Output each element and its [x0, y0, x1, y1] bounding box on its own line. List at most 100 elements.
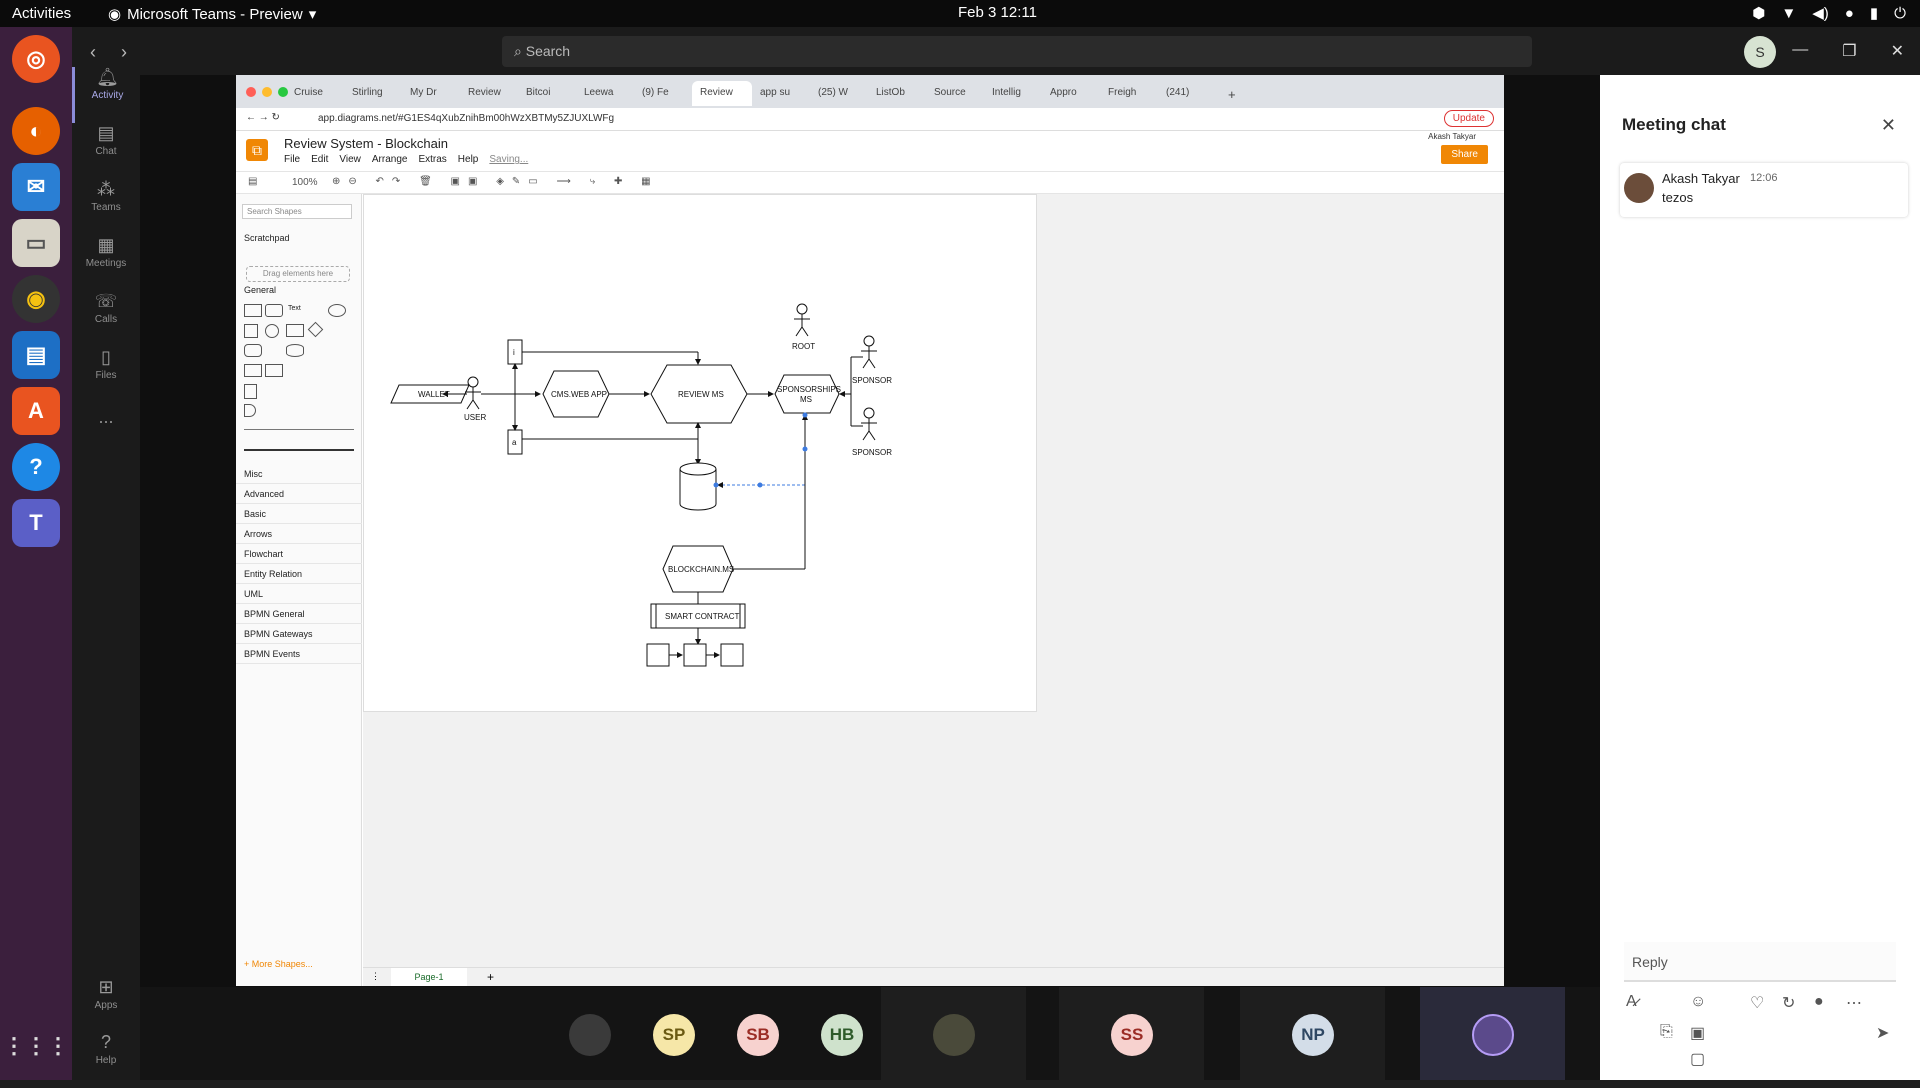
participant-tile[interactable] — [881, 987, 1026, 1080]
menu-arrange[interactable]: Arrange — [371, 154, 408, 165]
section-arrows[interactable]: Arrows — [236, 524, 362, 544]
shape-rounded-rect[interactable] — [265, 304, 283, 317]
github-icon[interactable]: ● — [1814, 993, 1824, 1010]
minimize-icon[interactable]: — — [1792, 41, 1809, 58]
scratchpad-header[interactable]: Scratchpad — [236, 228, 362, 248]
menu-file[interactable]: File — [284, 154, 301, 165]
browser-tab[interactable]: app su — [760, 87, 791, 98]
participant-tile[interactable]: SP — [601, 987, 746, 1080]
firefox-icon[interactable]: ◐ — [12, 107, 60, 155]
rail-activity[interactable]: 🔔︎Activity — [72, 67, 140, 123]
user-actor[interactable] — [465, 376, 481, 410]
shape-table[interactable] — [244, 364, 262, 377]
shape-diamond[interactable] — [307, 321, 324, 338]
participant-tile[interactable]: NP — [1240, 987, 1385, 1080]
sponsor-actor-1[interactable] — [861, 335, 877, 369]
gif-icon[interactable]: ▣ — [1690, 1025, 1706, 1042]
help-icon[interactable]: ? — [12, 443, 60, 491]
back-forward[interactable]: ‹ › — [90, 42, 127, 63]
reply-input[interactable]: Reply — [1624, 942, 1896, 982]
section-basic[interactable]: Basic — [236, 504, 362, 524]
share-button[interactable]: Share — [1441, 145, 1488, 164]
back-icon[interactable]: ‹ — [90, 42, 96, 62]
browser-tab[interactable]: Intellig — [992, 87, 1021, 98]
zoom-select[interactable]: 100% — [292, 177, 318, 188]
rail-help[interactable]: ?Help — [72, 1032, 140, 1088]
menu-edit[interactable]: Edit — [311, 154, 329, 165]
drawio-user[interactable]: Akash Takyar — [1428, 132, 1476, 141]
rail-calls[interactable]: ☏Calls — [72, 291, 140, 347]
emoji-icon[interactable]: ☺ — [1690, 993, 1707, 1010]
clock[interactable]: Feb 3 12:11 — [958, 4, 1037, 21]
app-menu[interactable]: ◉Microsoft Teams - Preview▾ — [108, 5, 316, 24]
chat-message[interactable]: Akash Takyar 12:06 tezos — [1620, 163, 1908, 217]
shape-delay[interactable] — [244, 404, 256, 417]
shape-text[interactable]: Text — [288, 305, 301, 312]
loop-icon[interactable]: ↻ — [1782, 995, 1796, 1012]
rail-meetings[interactable]: ▦Meetings — [72, 235, 140, 291]
browser-tab[interactable]: Review — [468, 87, 501, 98]
new-tab-icon[interactable]: + — [1228, 87, 1236, 102]
blockchain-diagram[interactable]: WALLET USER i a CMS.WEB APP REVIEW MS SP… — [363, 194, 1043, 714]
block-3[interactable] — [720, 643, 744, 667]
shape-ellipse[interactable] — [328, 304, 346, 317]
browser-tab-active[interactable]: Review — [692, 81, 752, 106]
wallet-node[interactable] — [390, 384, 470, 404]
send-icon[interactable]: ➤ — [1876, 1025, 1890, 1042]
close-icon[interactable]: ✕ — [1880, 115, 1896, 135]
section-bpmn-gateways[interactable]: BPMN Gateways — [236, 624, 362, 644]
root-actor[interactable] — [794, 303, 810, 337]
praise-icon[interactable]: ♡ — [1750, 995, 1765, 1012]
browser-tab[interactable]: Appro — [1050, 87, 1077, 98]
menu-view[interactable]: View — [339, 154, 361, 165]
browser-tab[interactable]: ListOb — [876, 87, 905, 98]
document-title[interactable]: Review System - Blockchain — [284, 136, 448, 151]
show-apps-icon[interactable]: ⋮⋮⋮ — [3, 1033, 69, 1058]
files-icon[interactable]: ▭ — [12, 219, 60, 267]
rail-files[interactable]: ▯Files — [72, 347, 140, 403]
scratchpad-dropzone[interactable]: Drag elements here — [246, 266, 350, 282]
format-panel-icon[interactable]: ▤ — [248, 176, 258, 187]
database-node[interactable] — [679, 462, 717, 511]
i-box[interactable] — [507, 339, 523, 365]
toolbar-icons[interactable]: ⊕⊖ ↶↷ 🗑 ▣▣ ◈✎▭ ⟶ ⤷ ✚ ▦ — [332, 176, 659, 187]
shape-circle[interactable] — [265, 324, 279, 338]
browser-tab[interactable]: (9) Fe — [642, 87, 669, 98]
rail-more[interactable]: ... — [72, 407, 140, 463]
maximize-icon[interactable]: ❐ — [1842, 43, 1857, 60]
teams-icon[interactable]: T — [12, 499, 60, 547]
nav-arrows-icon[interactable]: ← → ↻ — [246, 112, 280, 123]
browser-tab[interactable]: Bitcoi — [526, 87, 551, 98]
browser-tab[interactable]: My Dr — [410, 87, 437, 98]
shape-connectors[interactable] — [244, 449, 354, 451]
page-tab[interactable]: Page-1 — [391, 968, 467, 986]
section-bpmn-events[interactable]: BPMN Events — [236, 644, 362, 664]
participant-tile[interactable]: SS — [1059, 987, 1204, 1080]
menu-extras[interactable]: Extras — [418, 154, 447, 165]
browser-tab[interactable]: (241) — [1166, 87, 1190, 98]
shape-process[interactable] — [286, 324, 304, 337]
url-text[interactable]: app.diagrams.net/#G1ES4qXubZnihBm00hWzXB… — [318, 113, 615, 124]
shared-browser-window[interactable]: Cruise Stirling My Dr Review Bitcoi Leew… — [236, 75, 1504, 986]
participant-tile[interactable]: SB — [685, 987, 830, 1080]
address-bar[interactable]: ← → ↻ app.diagrams.net/#G1ES4qXubZnihBm0… — [236, 108, 1504, 131]
section-misc[interactable]: Misc — [236, 464, 362, 484]
block-2[interactable] — [683, 643, 707, 667]
rail-teams[interactable]: ⁂Teams — [72, 179, 140, 235]
block-1[interactable] — [646, 643, 670, 667]
section-uml[interactable]: UML — [236, 584, 362, 604]
sponsor-actor-2[interactable] — [861, 407, 877, 441]
update-button[interactable]: Update — [1443, 110, 1494, 127]
format-icon[interactable]: A̷ — [1626, 993, 1637, 1010]
sponsorships-node[interactable] — [774, 374, 840, 414]
general-header[interactable]: General — [236, 280, 362, 300]
more-shapes-button[interactable]: + More Shapes... — [244, 959, 313, 969]
section-advanced[interactable]: Advanced — [236, 484, 362, 504]
add-page-icon[interactable]: + — [487, 970, 495, 984]
more-icon[interactable]: ⋯ — [1846, 995, 1862, 1012]
pages-menu-icon[interactable]: ⋮ — [371, 971, 380, 981]
activities-button[interactable]: Activities — [12, 5, 72, 22]
shape-cylinder[interactable] — [286, 344, 304, 357]
search-input[interactable]: ⌕ Search — [502, 36, 1532, 67]
thunderbird-icon[interactable]: ✉ — [12, 163, 60, 211]
